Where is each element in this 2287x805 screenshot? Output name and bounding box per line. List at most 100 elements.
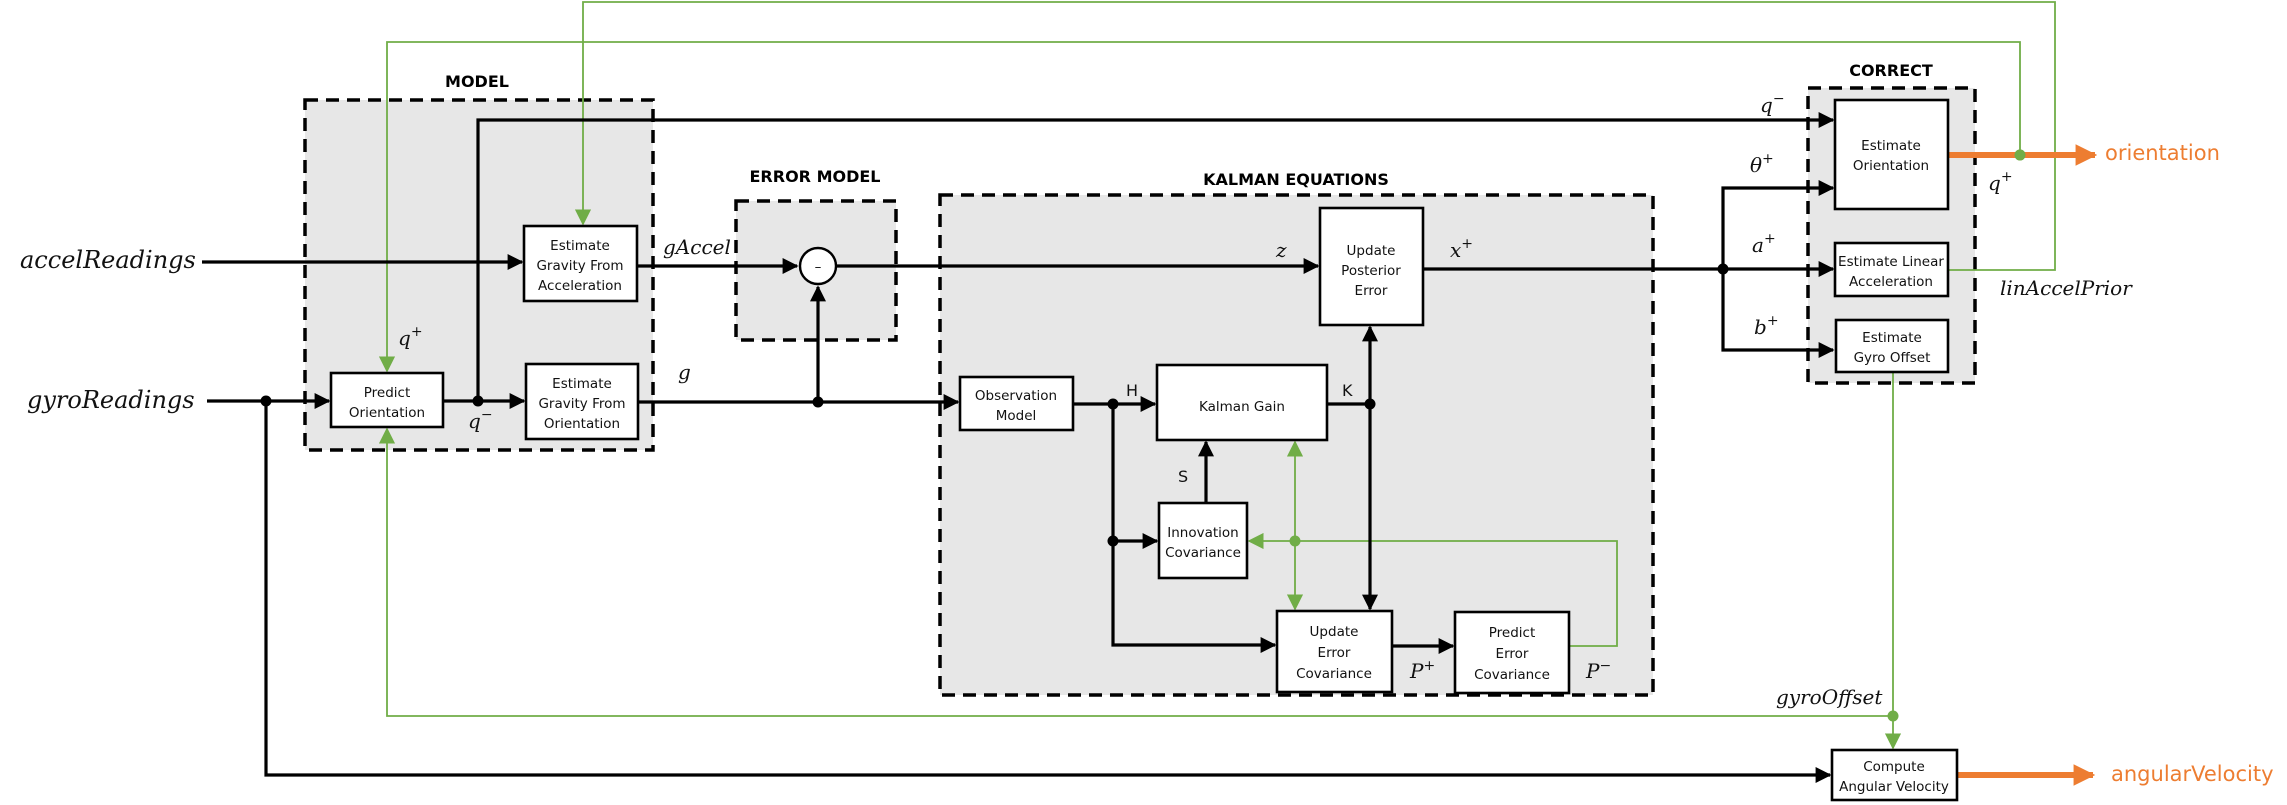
block-label-line: Estimate Linear — [1838, 254, 1944, 270]
block-label-line: Posterior — [1341, 263, 1401, 279]
svg-text:Predict: Predict — [364, 385, 411, 401]
block-label-line: Acceleration — [1849, 274, 1933, 290]
gravity-from-orientation-block[interactable]: Estimate Gravity From Orientation — [524, 362, 640, 441]
p-minus-label: P− — [1585, 658, 1611, 683]
block-label-line: Covariance — [1165, 545, 1241, 561]
svg-text:Acceleration: Acceleration — [538, 278, 622, 294]
innovation-covariance-block[interactable]: Innovation Covariance — [1157, 501, 1249, 580]
q-minus-correct-label: q− — [1760, 91, 1785, 117]
k-label: K — [1342, 381, 1353, 400]
svg-text:Estimate: Estimate — [552, 376, 612, 392]
block-label-line: Covariance — [1296, 666, 1372, 682]
estimate-linear-acceleration-block[interactable]: Estimate Linear Acceleration — [1833, 241, 1950, 298]
z-label: z — [1275, 238, 1287, 262]
signal-wires — [202, 112, 1835, 783]
block-label-line: Orientation — [1853, 158, 1929, 174]
h-to-update-covariance-wire — [1111, 541, 1277, 653]
svg-text:Covariance: Covariance — [1474, 667, 1550, 683]
theta-plus-wire — [1721, 180, 1835, 269]
block-label-line: Covariance — [1474, 667, 1550, 683]
svg-text:Acceleration: Acceleration — [1849, 274, 1933, 290]
orientation-junction — [2014, 149, 2026, 161]
theta-plus-label: θ+ — [1750, 151, 1774, 177]
subtract-junction[interactable]: – — [798, 246, 838, 286]
gyro-offset-junction — [1887, 710, 1899, 722]
minus-icon: – — [815, 259, 822, 275]
svg-text:Model: Model — [996, 408, 1037, 424]
block-label-line: Innovation — [1167, 525, 1238, 541]
q-plus-feedback-to-gravity-wire — [378, 41, 2021, 373]
accel-readings-label: accelReadings — [20, 246, 196, 274]
svg-text:Posterior: Posterior — [1341, 263, 1401, 279]
svg-text:Error: Error — [1355, 283, 1388, 299]
svg-text:Compute: Compute — [1863, 759, 1925, 775]
svg-text:Orientation: Orientation — [349, 405, 425, 421]
block-label-line: Estimate — [1861, 138, 1921, 154]
kalman-gain-block[interactable]: Kalman Gain — [1155, 363, 1329, 442]
svg-text:Estimate Linear: Estimate Linear — [1838, 254, 1944, 270]
block-label-line: Update — [1310, 624, 1359, 640]
block-label-line: Predict — [364, 385, 411, 401]
block-label-line: Gyro Offset — [1854, 350, 1931, 366]
q-minus-junction — [472, 395, 484, 407]
svg-text:Estimate: Estimate — [1862, 330, 1922, 346]
svg-text:Gravity From: Gravity From — [536, 258, 623, 274]
svg-text:Gravity From: Gravity From — [538, 396, 625, 412]
block-label-line: Estimate — [1862, 330, 1922, 346]
predict-orientation-block[interactable]: Predict Orientation — [329, 371, 445, 429]
q-plus-model-label: q+ — [398, 324, 423, 350]
model-region-title: MODEL — [445, 72, 509, 91]
svg-text:Error: Error — [1318, 645, 1351, 661]
estimate-gyro-offset-block[interactable]: Estimate Gyro Offset — [1834, 318, 1950, 374]
svg-text:Estimate: Estimate — [550, 238, 610, 254]
update-posterior-error-block[interactable]: Update Posterior Error — [1318, 206, 1425, 327]
block-label-line: Error — [1496, 646, 1529, 662]
kalman-equations-region-title: KALMAN EQUATIONS — [1203, 170, 1389, 189]
predict-error-covariance-block[interactable]: Predict Error Covariance — [1453, 610, 1571, 695]
gyro-to-compute-wire — [264, 401, 1832, 783]
angular-velocity-output-label: angularVelocity — [2111, 762, 2274, 786]
svg-text:Angular Velocity: Angular Velocity — [1839, 779, 1949, 795]
svg-text:Gyro Offset: Gyro Offset — [1854, 350, 1931, 366]
g-accel-label: gAccel — [663, 235, 731, 259]
block-label-line: Model — [996, 408, 1037, 424]
update-error-covariance-block[interactable]: Update Error Covariance — [1275, 609, 1394, 694]
block-label-line: Orientation — [349, 405, 425, 421]
svg-text:Orientation: Orientation — [1853, 158, 1929, 174]
estimate-orientation-block[interactable]: Estimate Orientation — [1833, 98, 1950, 211]
svg-text:Estimate: Estimate — [1861, 138, 1921, 154]
q-minus-model-label: q− — [468, 407, 493, 433]
block-label-line: Estimate — [552, 376, 612, 392]
block-label-line: Gravity From — [538, 396, 625, 412]
q-plus-output-label: q+ — [1988, 169, 2013, 195]
b-plus-wire — [1721, 269, 1835, 358]
block-label-line: Compute — [1863, 759, 1925, 775]
observation-model-block[interactable]: Observation Model — [958, 375, 1075, 432]
g-junction — [812, 396, 824, 408]
svg-text:Kalman Gain: Kalman Gain — [1199, 399, 1285, 415]
b-plus-label: b+ — [1754, 313, 1779, 339]
p-minus-junction — [1289, 535, 1301, 547]
gyro-readings-label: gyroReadings — [27, 386, 195, 414]
compute-angular-velocity-block[interactable]: Compute Angular Velocity — [1830, 748, 1959, 802]
h-junction — [1107, 398, 1119, 410]
block-label-line: Error — [1318, 645, 1351, 661]
svg-text:Covariance: Covariance — [1165, 545, 1241, 561]
gyro-offset-feedback-wire — [378, 372, 1894, 717]
k-junction — [1364, 398, 1376, 410]
block-label-line: Observation — [975, 388, 1057, 404]
svg-text:Update: Update — [1347, 243, 1396, 259]
h-label: H — [1126, 381, 1138, 400]
block-label-line: Update — [1347, 243, 1396, 259]
block-label-line: Kalman Gain — [1199, 399, 1285, 415]
s-label: S — [1178, 467, 1188, 486]
orientation-output-label: orientation — [2105, 141, 2220, 165]
gravity-from-acceleration-block[interactable]: Estimate Gravity From Acceleration — [522, 224, 639, 303]
block-label-line: Predict — [1489, 625, 1536, 641]
svg-text:Innovation: Innovation — [1167, 525, 1238, 541]
gyro-offset-label: gyroOffset — [1776, 685, 1883, 709]
block-label-line: Angular Velocity — [1839, 779, 1949, 795]
q-minus-to-correct-wire — [476, 112, 1835, 401]
g-label: g — [678, 360, 691, 384]
